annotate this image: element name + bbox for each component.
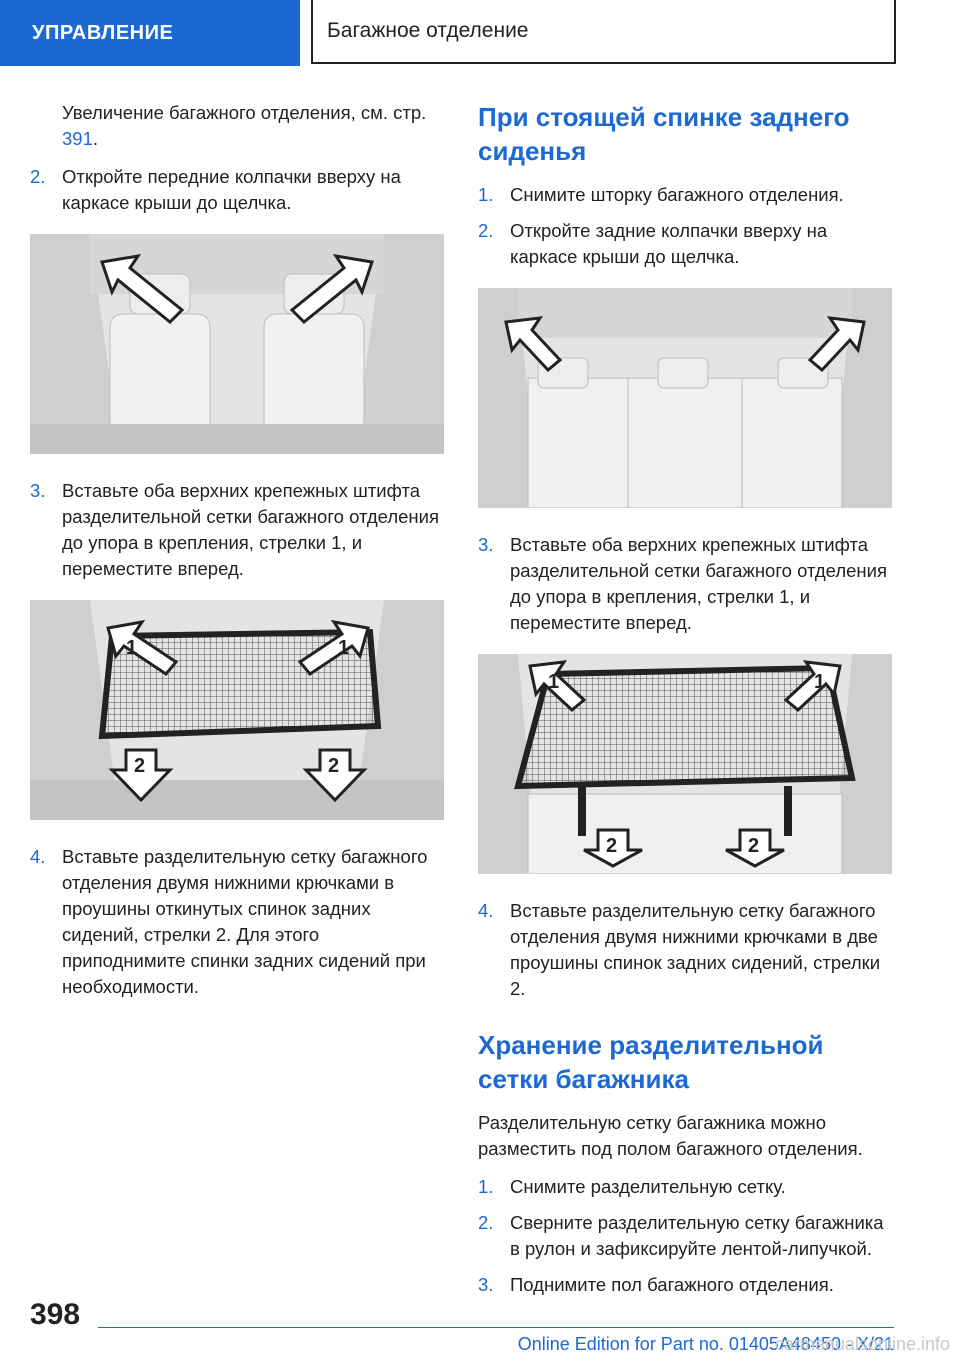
step-text: Откройте передние колпачки вверху на кар… [62, 166, 401, 213]
chapter-header: Багажное отделение [311, 0, 896, 64]
arrow-label: 1 [548, 671, 559, 693]
step-text: Вставьте разделительную сетку багажного … [62, 846, 428, 997]
arrow-label: 2 [134, 755, 145, 777]
step-2: 2. Откройте передние колпачки вверху на … [30, 164, 444, 216]
step-number: 4. [30, 846, 46, 867]
section-heading: Хранение разделительной сетки багажника [478, 1030, 824, 1094]
figure-insert-net: 1 1 2 2 [30, 600, 444, 820]
step-number: 4. [478, 900, 494, 921]
arrow-label: 2 [606, 835, 617, 857]
step-text: Вставьте оба верхних крепежных штифта ра… [62, 480, 439, 579]
storage-step-2: 2. Сверните разделительную сетку багажни… [478, 1210, 892, 1262]
chapter-title: Багажное отделение [327, 19, 529, 42]
step-text: Снимите разделительную сетку. [510, 1176, 786, 1197]
figure-open-rear-caps [478, 288, 892, 508]
step-text: Вставьте разделительную сетку багажного … [510, 900, 881, 999]
storage-step-3: 3. Поднимите пол багажного отделения. [478, 1272, 892, 1298]
step-text: Откройте задние колпачки вверху на карка… [510, 220, 828, 267]
footer-divider [98, 1327, 894, 1328]
step-text: Снимите шторку багажного отделения. [510, 184, 844, 205]
step-3: 3. Вставьте оба верхних крепежных штифта… [30, 478, 444, 582]
step-2: 2. Откройте задние колпачки вверху на ка… [478, 218, 892, 270]
step-number: 2. [478, 220, 494, 241]
arrow-label: 2 [748, 835, 759, 857]
left-column: Увеличение багажного отделения, см. стр.… [30, 100, 444, 1010]
edition-footer: Online Edition for Part no. 01405A48450 … [517, 1334, 894, 1354]
right-column: При стоящей спинке заднего сиденья 1. Сн… [478, 100, 892, 1308]
arrow-label: 1 [126, 637, 137, 659]
intro-end: . [92, 128, 99, 149]
step-text: Сверните разделительную сетку багажника … [510, 1212, 884, 1259]
step-number: 1. [478, 1176, 494, 1197]
step-number: 3. [30, 480, 46, 501]
intro-text: Увеличение багажного отделения, см. стр. [62, 102, 427, 123]
section-title: УПРАВЛЕНИЕ [32, 21, 174, 44]
step-text: Вставьте оба верхних крепежных штифта ра… [510, 534, 887, 633]
step-number: 3. [478, 1274, 494, 1295]
section-tab: УПРАВЛЕНИЕ [0, 0, 300, 66]
step-number: 1. [478, 184, 494, 205]
step-1: 1. Снимите шторку багажного отделения. [478, 182, 892, 208]
page-number: 398 [30, 1298, 81, 1331]
step-3: 3. Вставьте оба верхних крепежных штифта… [478, 532, 892, 636]
watermark: carmanualsonline.info [774, 1334, 950, 1354]
step-number: 2. [478, 1212, 494, 1233]
storage-step-1: 1. Снимите разделительную сетку. [478, 1174, 892, 1200]
figure-open-front-caps [30, 234, 444, 454]
step-number: 3. [478, 534, 494, 555]
step-4: 4. Вставьте разделительную сетку багажно… [478, 898, 892, 1002]
arrow-label: 1 [338, 637, 349, 659]
page-link[interactable]: 391 [62, 128, 93, 149]
storage-paragraph: Разделительную сетку багажника можно раз… [478, 1112, 863, 1159]
step-number: 2. [30, 166, 46, 187]
section-heading: При стоящей спинке заднего сиденья [478, 102, 850, 166]
arrow-label: 2 [328, 755, 339, 777]
step-4: 4. Вставьте разделительную сетку багажно… [30, 844, 444, 1000]
figure-insert-net-rear: 1 1 2 2 [478, 654, 892, 874]
arrow-label: 1 [814, 671, 825, 693]
step-text: Поднимите пол багажного отделения. [510, 1274, 834, 1295]
intro-paragraph: Увеличение багажного отделения, см. стр.… [30, 100, 444, 152]
